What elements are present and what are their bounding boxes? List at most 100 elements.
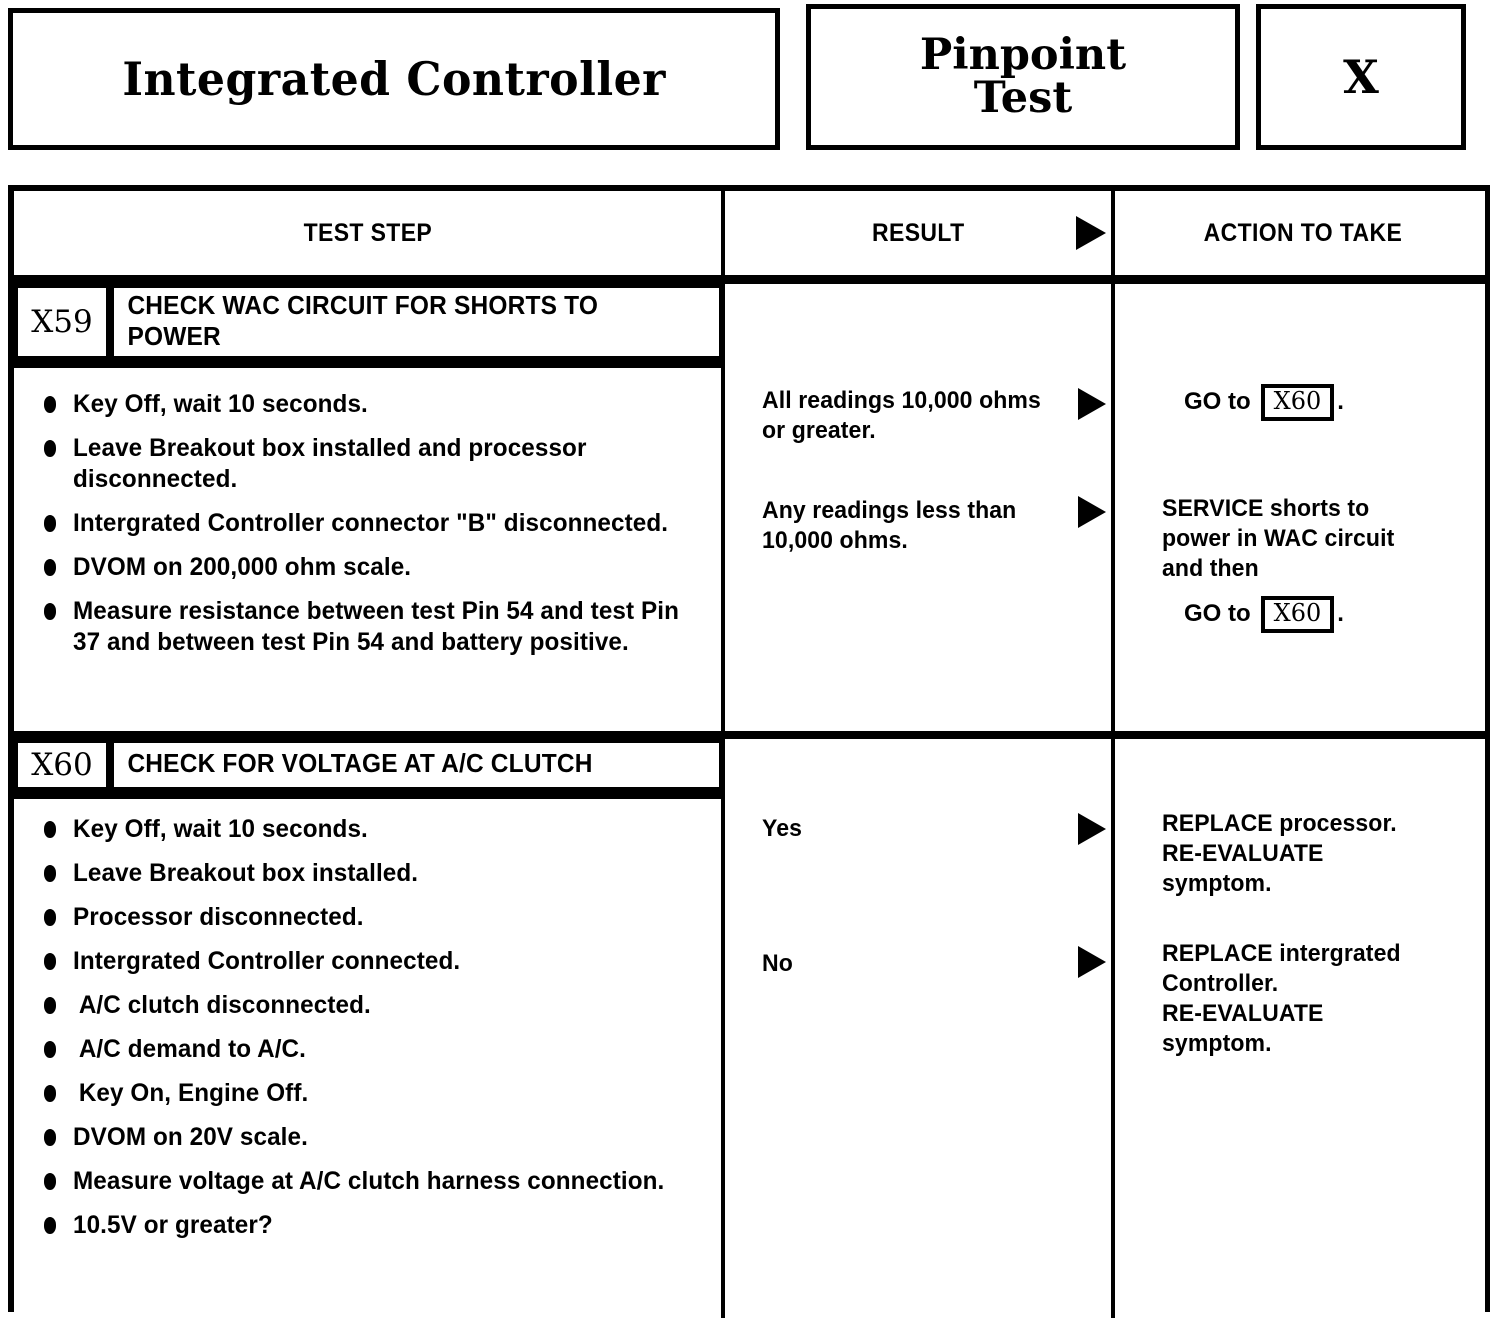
list-item: Measure resistance between test Pin 54 a… <box>44 596 704 658</box>
bullet-dot-icon <box>44 1041 56 1058</box>
result-text-x60-branch1: Yes <box>762 815 803 842</box>
column-header-action: ACTION TO TAKE <box>1115 191 1490 275</box>
list-item: Leave Breakout box installed and process… <box>44 433 704 495</box>
action-line: and then <box>1162 555 1259 582</box>
bullet-dot-icon <box>44 603 56 620</box>
action-line: symptom. <box>1162 870 1272 897</box>
list-item: Intergrated Controller connector "B" dis… <box>44 508 704 539</box>
step-title-rule-x59 <box>14 360 723 368</box>
list-item: Intergrated Controller connected. <box>44 946 704 977</box>
bullet-dot-icon <box>44 1085 56 1102</box>
result-text-x60-branch2: No <box>762 950 793 977</box>
action-line: symptom. <box>1162 1030 1272 1057</box>
result-arrow-icon-x60-branch1 <box>1078 813 1106 845</box>
bullet-text: Key Off, wait 10 seconds. <box>73 390 368 418</box>
step-id-label-x59: X59 <box>31 303 93 340</box>
pinpoint-test-box: Pinpoint Test <box>806 4 1240 150</box>
bullet-text: DVOM on 20V scale. <box>73 1123 308 1151</box>
goto-step-ref-box[interactable]: X60 <box>1260 384 1335 421</box>
bullet-text: Processor disconnected. <box>73 903 364 931</box>
goto-prefix: GO to <box>1184 388 1251 416</box>
bullet-dot-icon <box>44 821 56 838</box>
bullet-dot-icon <box>44 396 56 413</box>
pinpoint-test-table: TEST STEP RESULT ACTION TO TAKE X59 CHEC… <box>8 185 1490 1318</box>
list-item: DVOM on 200,000 ohm scale. <box>44 552 704 583</box>
bullet-text: Key On, Engine Off. <box>78 1079 309 1107</box>
bullet-dot-icon <box>44 909 56 926</box>
pinpoint-test-line1: Pinpoint <box>919 30 1127 80</box>
system-title-box: Integrated Controller <box>8 8 780 150</box>
action-line: Controller. <box>1162 970 1279 997</box>
result-arrow-icon-x59-branch2 <box>1078 496 1106 528</box>
bullet-text: Leave Breakout box installed and process… <box>73 434 587 493</box>
test-step-block-x59: X59 CHECK WAC CIRCUIT FOR SHORTS TO POWE… <box>14 284 1490 824</box>
test-step-block-x60: X60 CHECK FOR VOLTAGE AT A/C CLUTCH Key … <box>14 731 1490 1318</box>
bullet-text: Measure resistance between test Pin 54 a… <box>73 597 680 656</box>
test-letter-text: X <box>1343 50 1379 104</box>
step-id-box-x60: X60 <box>14 739 110 791</box>
column-divider-result <box>721 191 725 1318</box>
column-header-test-step: TEST STEP <box>14 191 721 275</box>
step-title-label-x60: CHECK FOR VOLTAGE AT A/C CLUTCH <box>127 750 593 779</box>
pinpoint-test-text: Pinpoint Test <box>920 34 1126 120</box>
bullet-dot-icon <box>44 997 56 1014</box>
list-item: 10.5V or greater? <box>44 1210 704 1241</box>
list-item: A/C demand to A/C. <box>44 1034 704 1065</box>
column-header-result-label: RESULT <box>871 218 965 247</box>
bullet-dot-icon <box>44 1173 56 1190</box>
action-line: REPLACE intergrated <box>1162 940 1401 967</box>
action-line: RE-EVALUATE <box>1162 1000 1324 1027</box>
step-top-rule-x60 <box>14 731 1490 739</box>
action-text-x59-branch2: SERVICE shorts to power in WAC circuit a… <box>1162 494 1492 633</box>
action-text-x60-branch1: REPLACE processor. RE-EVALUATE symptom. <box>1162 809 1492 899</box>
action-line: REPLACE processor. <box>1162 810 1397 837</box>
test-letter-box: X <box>1256 4 1466 150</box>
action-text-x59-branch1: GO to X60 . <box>1162 384 1492 421</box>
result-text-x59-branch2: Any readings less than 10,000 ohms. <box>762 497 1017 554</box>
step-title-band-x59: X59 CHECK WAC CIRCUIT FOR SHORTS TO POWE… <box>14 284 723 360</box>
result-arrow-icon-x59-branch1 <box>1078 388 1106 420</box>
header-flow-arrow-icon <box>1076 216 1106 250</box>
bullet-dot-icon <box>44 953 56 970</box>
goto-reference-line[interactable]: GO to X60 . <box>1162 384 1492 421</box>
step-title-label-x59: CHECK WAC CIRCUIT FOR SHORTS TO POWER <box>127 291 599 351</box>
header-bottom-rule <box>14 275 1490 284</box>
bullet-dot-icon <box>44 440 56 457</box>
bullet-text: 10.5V or greater? <box>73 1211 273 1239</box>
bullet-dot-icon <box>44 559 56 576</box>
goto-reference-line[interactable]: GO to X60 . <box>1162 596 1492 633</box>
step-id-box-x59: X59 <box>14 284 110 360</box>
bullet-text: Leave Breakout box installed. <box>73 859 419 887</box>
test-step-bullets-x59: Key Off, wait 10 seconds. Leave Breakout… <box>44 389 704 671</box>
step-id-label-x60: X60 <box>31 746 93 783</box>
goto-suffix: . <box>1337 388 1344 416</box>
pinpoint-test-line2: Test <box>973 73 1073 123</box>
column-header-test-step-label: TEST STEP <box>303 218 432 247</box>
list-item: Measure voltage at A/C clutch harness co… <box>44 1166 704 1197</box>
list-item: Key Off, wait 10 seconds. <box>44 389 704 420</box>
action-text-x60-branch2: REPLACE intergrated Controller. RE-EVALU… <box>1162 939 1492 1059</box>
bullet-dot-icon <box>44 865 56 882</box>
action-line: SERVICE shorts to <box>1162 495 1370 522</box>
bullet-dot-icon <box>44 1217 56 1234</box>
list-item: A/C clutch disconnected. <box>44 990 704 1021</box>
bullet-text: Intergrated Controller connector "B" dis… <box>73 509 669 537</box>
goto-step-ref-box[interactable]: X60 <box>1260 596 1335 633</box>
bullet-dot-icon <box>44 1129 56 1146</box>
step-title-box-x60: CHECK FOR VOLTAGE AT A/C CLUTCH <box>110 739 723 791</box>
bullet-text: A/C clutch disconnected. <box>78 991 371 1019</box>
list-item: DVOM on 20V scale. <box>44 1122 704 1153</box>
bullet-text: Key Off, wait 10 seconds. <box>73 815 368 843</box>
page-header: Integrated Controller Pinpoint Test X <box>0 0 1504 160</box>
step-title-rule-x60 <box>14 791 723 799</box>
goto-prefix: GO to <box>1184 600 1251 628</box>
result-text-x59-branch1: All readings 10,000 ohms or greater. <box>762 387 1041 444</box>
test-step-bullets-x60: Key Off, wait 10 seconds. Leave Breakout… <box>44 814 704 1254</box>
list-item: Leave Breakout box installed. <box>44 858 704 889</box>
step-title-box-x59: CHECK WAC CIRCUIT FOR SHORTS TO POWER <box>110 284 723 360</box>
bullet-text: A/C demand to A/C. <box>78 1035 307 1063</box>
column-header-result: RESULT <box>725 191 1111 275</box>
system-title-text: Integrated Controller <box>122 52 666 106</box>
bullet-text: Intergrated Controller connected. <box>73 947 461 975</box>
goto-suffix: . <box>1337 600 1344 628</box>
